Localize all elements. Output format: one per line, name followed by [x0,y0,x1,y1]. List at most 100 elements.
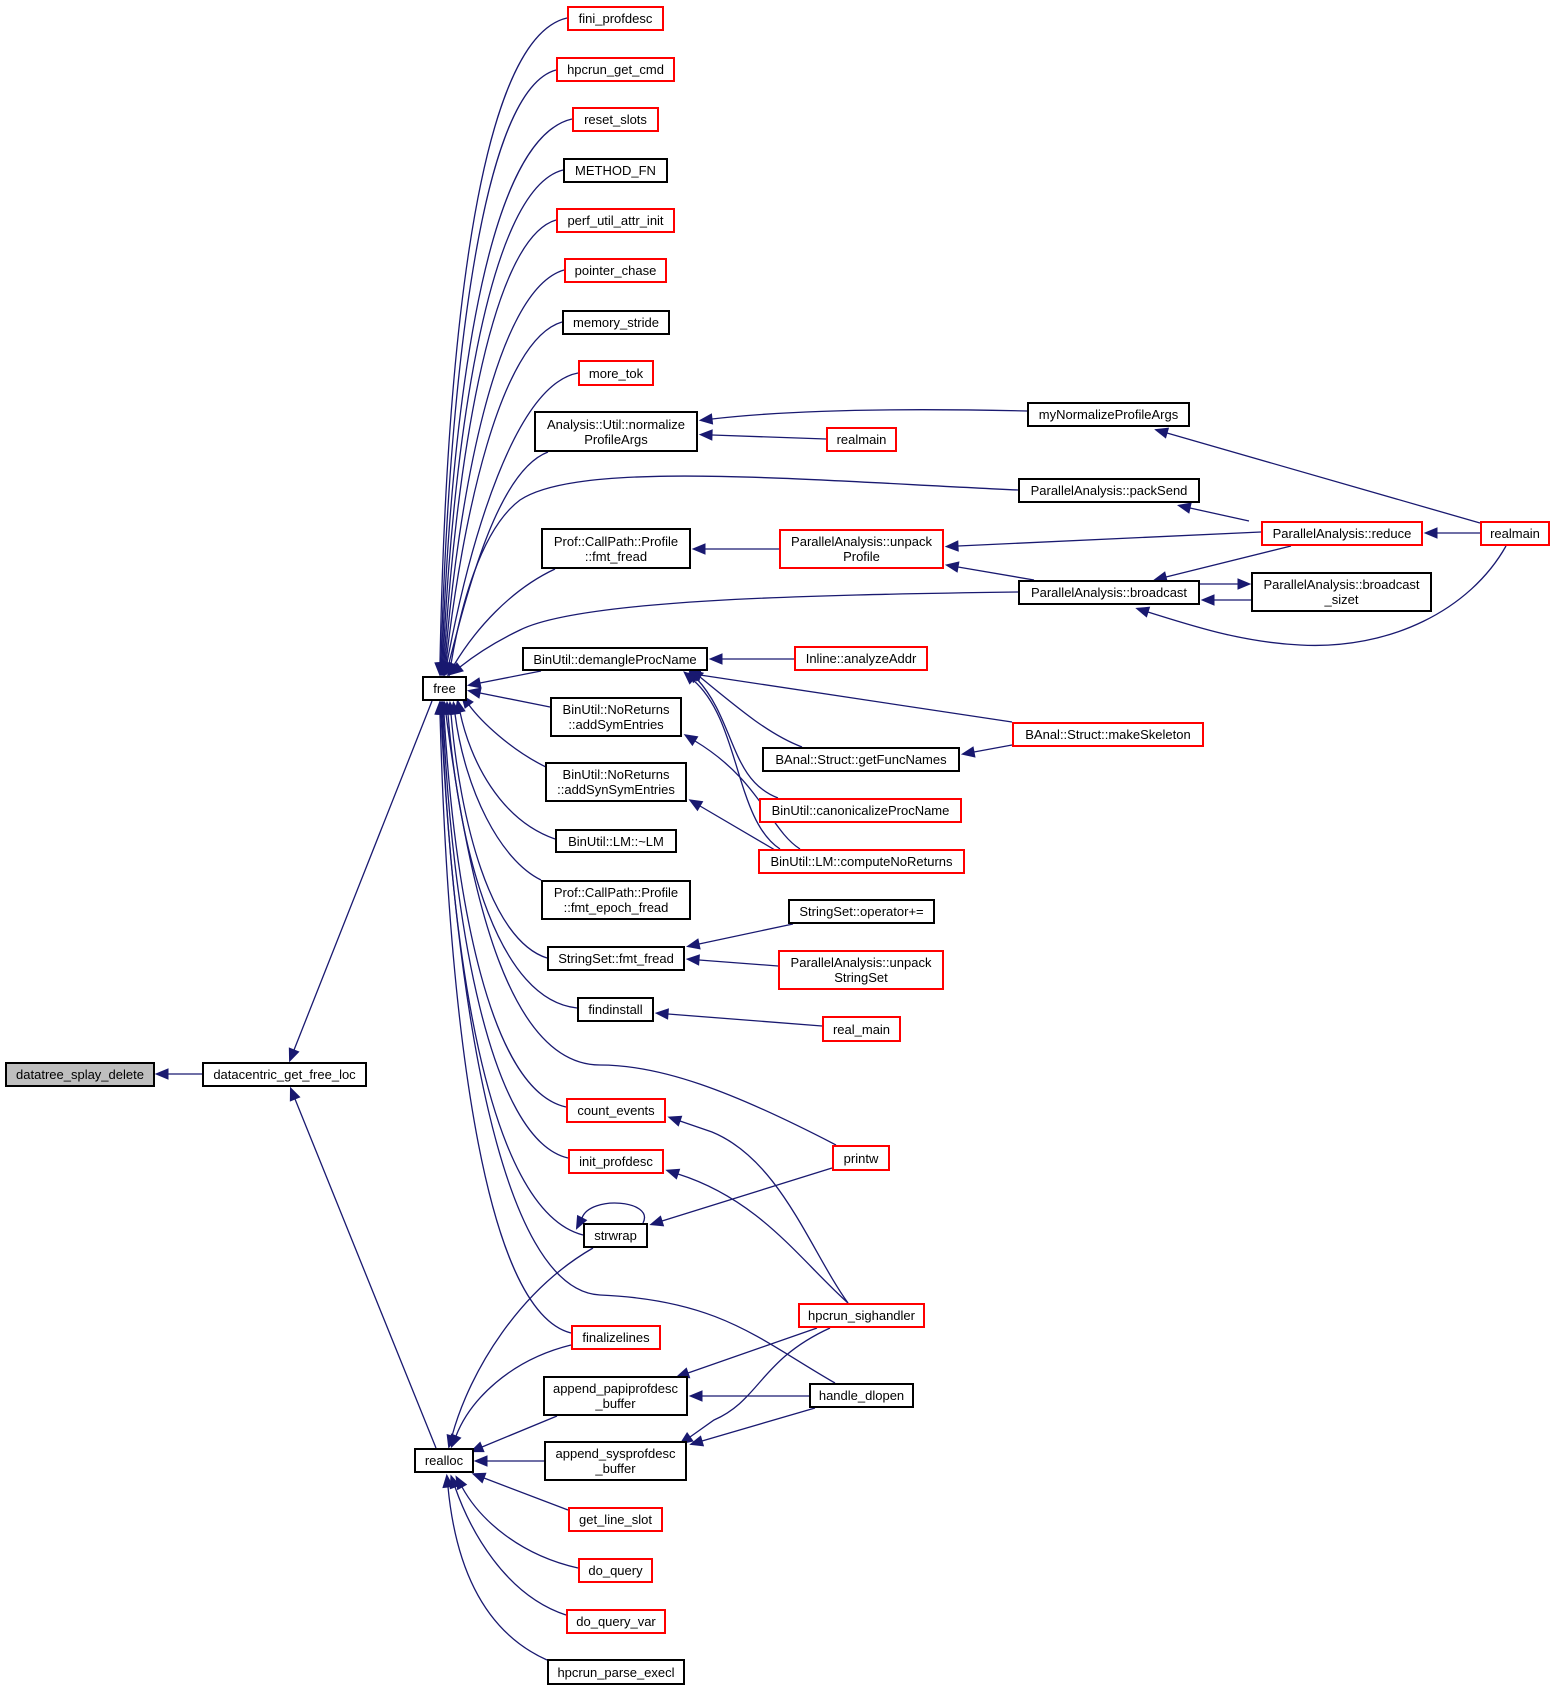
edge-hpcrun-sighandler-to-init-profdesc [677,1173,849,1304]
edge-fini-profdesc-to-free [439,17,568,664]
edge-hpcrun-sighandler-to-append-papiprofdesc-buffer [687,1327,818,1374]
graph-node-handle-dlopen[interactable]: handle_dlopen [809,1383,914,1408]
graph-node-broadcast[interactable]: ParallelAnalysis::broadcast [1018,580,1200,605]
graph-node-analyzeaddr[interactable]: Inline::analyzeAddr [794,646,928,671]
graph-node-printw[interactable]: printw [832,1145,890,1171]
graph-node-get-line-slot[interactable]: get_line_slot [568,1507,663,1532]
graph-node-canonicalizeprocname[interactable]: BinUtil::canonicalizeProcName [759,798,962,823]
edge-more-tok-to-free [446,372,579,664]
graph-node-stringset-op-pluseq[interactable]: StringSet::operator+= [788,899,935,924]
graph-node-realmain-right[interactable]: realmain [1480,521,1550,546]
edge-canonicalizeprocname-to-demangleprocname [696,678,779,799]
graph-node-hpcrun-parse-execl[interactable]: hpcrun_parse_execl [547,1659,685,1685]
edge-hpcrun-parse-execl-to-realloc-arrowhead-icon [442,1473,454,1489]
graph-node-unpackstringset[interactable]: ParallelAnalysis::unpack StringSet [778,950,944,990]
edge-strwrap-to-realloc [451,1247,594,1437]
graph-node-pointer-chase[interactable]: pointer_chase [564,258,667,283]
graph-node-append-sysprofdesc-buffer[interactable]: append_sysprofdesc _buffer [544,1441,687,1481]
edge-append-papiprofdesc-buffer-to-realloc-arrowhead-icon [469,1441,485,1453]
graph-node-reduce[interactable]: ParallelAnalysis::reduce [1261,521,1423,546]
graph-node-addsynsymentries[interactable]: BinUtil::NoReturns ::addSynSymEntries [545,762,687,802]
edge-stringset-fmt-fread-to-free [450,713,548,959]
edge-hpcrun-sighandler-to-count-events-arrowhead-icon [667,1115,683,1127]
graph-node-demangleprocname[interactable]: BinUtil::demangleProcName [522,647,708,671]
edge-real-main-to-findinstall [667,1013,823,1027]
graph-node-stringset-fmt-fread[interactable]: StringSet::fmt_fread [547,946,685,971]
edge-stringset-op-pluseq-to-stringset-fmt-fread-arrowhead-icon [685,938,701,950]
graph-node-normalizeprofileargs[interactable]: Analysis::Util::normalize ProfileArgs [534,411,698,452]
graph-node-mynormalizeprofileargs[interactable]: myNormalizeProfileArgs [1027,402,1190,427]
graph-node-count-events[interactable]: count_events [566,1098,666,1123]
graph-node-realloc[interactable]: realloc [414,1448,474,1473]
edge-broadcast-to-broadcast-sizet-arrowhead-icon [1237,578,1252,590]
graph-node-unpackprofile[interactable]: ParallelAnalysis::unpack Profile [779,529,944,569]
edge-strwrap-to-strwrap [581,1202,646,1224]
edge-get-line-slot-to-realloc-arrowhead-icon [471,1472,487,1484]
graph-node-perf-util-attr-init[interactable]: perf_util_attr_init [556,208,675,233]
edge-perf-util-attr-init-to-free [443,219,557,664]
edge-lm-dtor-to-free [459,711,556,840]
edge-reduce-to-packsend-arrowhead-icon [1177,502,1192,514]
graph-node-datacentric-get-free-loc[interactable]: datacentric_get_free_loc [202,1062,367,1087]
graph-node-makeskeleton[interactable]: BAnal::Struct::makeSkeleton [1012,722,1204,747]
graph-node-realmain-mid[interactable]: realmain [826,427,897,452]
edge-do-query-var-to-realloc [454,1486,567,1616]
edge-realmain-right-to-broadcast [1147,545,1507,647]
graph-node-computenoreturns[interactable]: BinUtil::LM::computeNoReturns [758,849,965,874]
edge-reduce-to-unpackprofile [957,531,1262,547]
graph-node-packsend[interactable]: ParallelAnalysis::packSend [1018,478,1200,503]
graph-node-more-tok[interactable]: more_tok [578,360,654,386]
graph-node-free[interactable]: free [422,676,467,701]
graph-node-append-papiprofdesc-buffer[interactable]: append_papiprofdesc _buffer [543,1376,688,1416]
graph-node-broadcast-sizet[interactable]: ParallelAnalysis::broadcast _sizet [1251,572,1432,612]
graph-node-reset-slots[interactable]: reset_slots [572,107,659,132]
graph-node-fini-profdesc[interactable]: fini_profdesc [567,6,664,31]
edge-strwrap-to-strwrap-arrowhead-icon [575,1214,588,1230]
graph-node-profile-fmt-fread[interactable]: Prof::CallPath::Profile ::fmt_fread [541,528,691,569]
graph-node-init-profdesc[interactable]: init_profdesc [568,1149,664,1174]
edge-append-papiprofdesc-buffer-to-realloc [481,1415,558,1448]
graph-node-finalizelines[interactable]: finalizelines [571,1325,661,1350]
edge-handle-dlopen-to-free [440,713,836,1384]
edge-reset-slots-to-free [441,118,573,664]
edge-unpackstringset-to-stringset-fmt-fread-arrowhead-icon [685,954,700,966]
edge-pointer-chase-to-free [444,269,565,664]
graph-node-memory-stride[interactable]: memory_stride [562,310,670,335]
edge-finalizelines-to-realloc [455,1344,572,1437]
edge-real-main-to-findinstall-arrowhead-icon [654,1008,669,1020]
graph-node-method-fn[interactable]: METHOD_FN [563,158,668,183]
graph-node-do-query-var[interactable]: do_query_var [566,1609,666,1634]
edge-method-fn-to-free [442,169,564,664]
edge-realmain-mid-to-normalizeprofileargs-arrowhead-icon [698,429,713,441]
edge-addsymentries-to-free-arrowhead-icon [466,687,482,699]
edge-reduce-to-broadcast [1165,545,1292,578]
edge-append-sysprofdesc-buffer-to-realloc-arrowhead-icon [473,1455,488,1467]
edge-hpcrun-parse-execl-to-realloc [447,1486,548,1661]
graph-node-addsymentries[interactable]: BinUtil::NoReturns ::addSymEntries [550,697,682,737]
graph-node-findinstall[interactable]: findinstall [577,997,654,1022]
edge-realloc-to-datacentric-get-free-loc [294,1098,437,1449]
graph-node-do-query[interactable]: do_query [578,1558,653,1583]
edge-stringset-op-pluseq-to-stringset-fmt-fread [698,923,794,945]
edge-init-profdesc-to-free [442,713,569,1159]
graph-node-strwrap[interactable]: strwrap [583,1223,648,1248]
graph-node-hpcrun-sighandler[interactable]: hpcrun_sighandler [798,1303,925,1328]
edge-makeskeleton-to-getfuncnames-arrowhead-icon [960,746,976,758]
edge-computenoreturns-to-demangleprocname [692,679,781,850]
edge-hpcrun-sighandler-to-init-profdesc-arrowhead-icon [665,1168,681,1180]
graph-node-fmt-epoch-fread[interactable]: Prof::CallPath::Profile ::fmt_epoch_frea… [541,880,691,920]
edge-makeskeleton-to-demangleprocname [699,674,1013,723]
edge-broadcast-to-unpackprofile-arrowhead-icon [944,561,960,573]
graph-node-real-main[interactable]: real_main [822,1016,901,1042]
edge-addsynsymentries-to-free [468,704,549,769]
graph-node-hpcrun-get-cmd[interactable]: hpcrun_get_cmd [556,57,675,82]
edge-addsymentries-to-free [479,692,551,708]
graph-node-getfuncnames[interactable]: BAnal::Struct::getFuncNames [762,747,960,772]
edge-broadcast-sizet-to-broadcast-arrowhead-icon [1200,594,1215,606]
edge-computenoreturns-to-addsynsymentries [699,805,781,854]
edge-computenoreturns-to-addsymentries-arrowhead-icon [683,734,699,747]
edge-fmt-epoch-fread-to-free [454,713,542,881]
edge-broadcast-to-free-arrowhead-icon [449,662,464,676]
graph-node-lm-dtor[interactable]: BinUtil::LM::~LM [555,829,677,853]
edge-computenoreturns-to-demangleprocname-arrowhead-icon [683,671,698,685]
